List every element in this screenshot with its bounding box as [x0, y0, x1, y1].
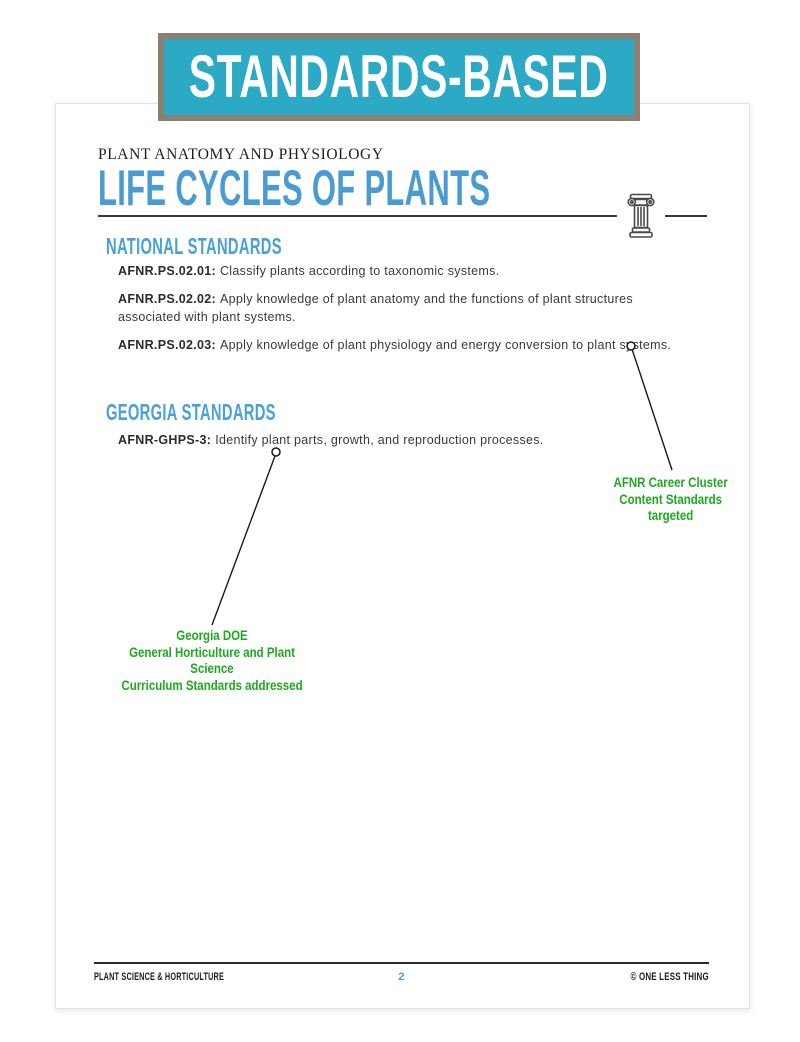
annotation-line: targeted	[647, 507, 694, 523]
divider-line-right	[665, 215, 707, 217]
standard-text: Classify plants according to taxonomic s…	[219, 264, 500, 278]
banner-label: STANDARDS-BASED	[189, 43, 609, 110]
standard-item: AFNR.PS.02.03:Apply knowledge of plant p…	[118, 336, 696, 354]
section-heading-national: NATIONAL STANDARDS	[106, 233, 282, 259]
standard-code: AFNR.PS.02.02:	[118, 292, 216, 306]
divider-line-left	[98, 215, 617, 217]
footer-book-title: PLANT SCIENCE & HORTICULTURE	[94, 971, 225, 983]
annotation-georgia-doe: Georgia DOE General Horticulture and Pla…	[92, 627, 332, 693]
annotation-line: General Horticulture and Plant Science	[129, 643, 295, 677]
title-divider	[98, 192, 707, 240]
unit-kicker: PLANT ANATOMY AND PHYSIOLOGY	[98, 146, 384, 163]
standard-text: Identify plant parts, growth, and reprod…	[215, 433, 544, 447]
footer-copyright: © ONE LESS THING	[630, 971, 709, 983]
annotation-line: Content Standards	[619, 490, 722, 507]
standard-item: AFNR.PS.02.01:Classify plants according …	[118, 262, 696, 280]
national-standards-list: AFNR.PS.02.01:Classify plants according …	[118, 262, 696, 364]
standard-text: Apply knowledge of plant anatomy and the…	[118, 292, 633, 324]
footer-page-number: 2	[398, 971, 405, 983]
footer-divider	[94, 962, 709, 964]
standards-based-banner: STANDARDS-BASED	[158, 33, 640, 121]
page-footer: PLANT SCIENCE & HORTICULTURE 2 © ONE LES…	[94, 969, 709, 985]
standard-item: AFNR-GHPS-3:Identify plant parts, growth…	[118, 431, 696, 449]
standard-code: AFNR.PS.02.03:	[118, 338, 216, 352]
annotation-line: AFNR Career Cluster	[613, 474, 728, 490]
standard-code: AFNR.PS.02.01:	[118, 264, 216, 278]
georgia-standards-list: AFNR-GHPS-3:Identify plant parts, growth…	[118, 431, 696, 459]
document-page: PLANT ANATOMY AND PHYSIOLOGY LIFE CYCLES…	[55, 103, 750, 1009]
standard-text: Apply knowledge of plant physiology and …	[219, 338, 672, 352]
annotation-line: Curriculum Standards addressed	[121, 676, 303, 693]
standard-code: AFNR-GHPS-3:	[118, 433, 212, 447]
annotation-line: Georgia DOE	[176, 627, 248, 643]
standard-item: AFNR.PS.02.02:Apply knowledge of plant a…	[118, 290, 696, 326]
section-heading-georgia: GEORGIA STANDARDS	[106, 399, 276, 425]
page-title: LIFE CYCLES OF PLANTS	[98, 160, 491, 216]
annotation-afnr-cluster: AFNR Career Cluster Content Standards ta…	[583, 474, 758, 524]
column-icon	[626, 193, 656, 239]
